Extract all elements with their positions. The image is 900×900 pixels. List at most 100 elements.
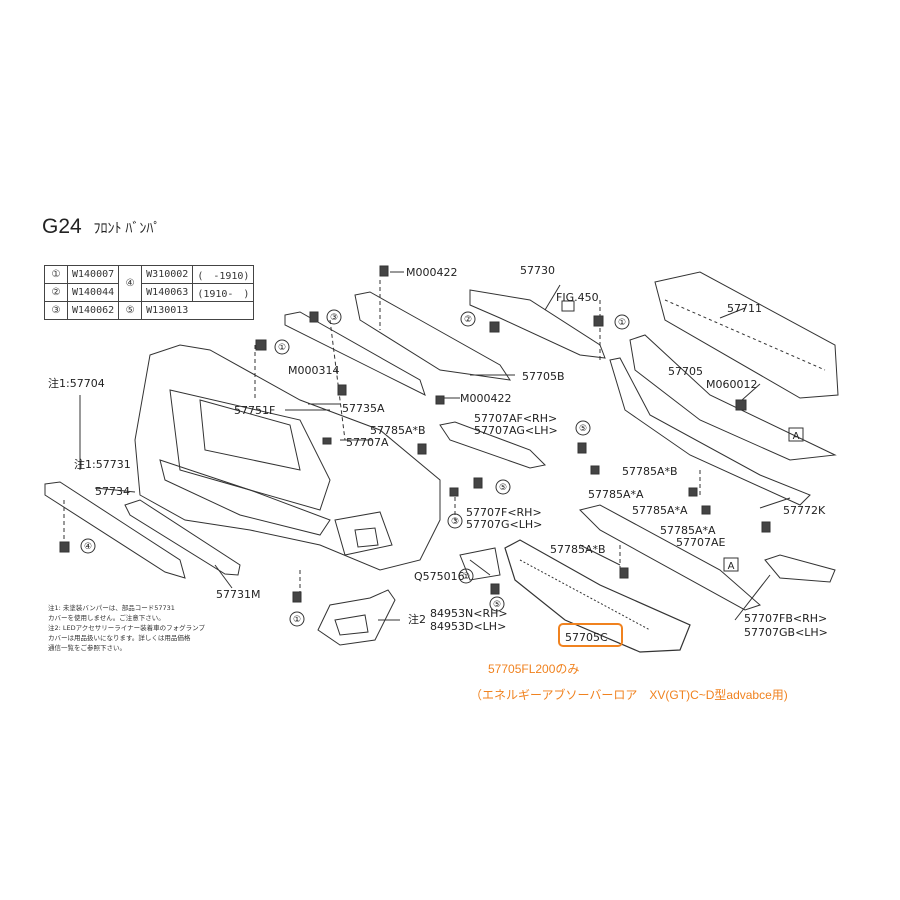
fastener-icon xyxy=(309,311,319,323)
diagram-title: G24 ﾌﾛﾝﾄ ﾊﾞﾝﾊﾟ xyxy=(42,215,160,239)
fastener-icon xyxy=(473,477,483,489)
beam-57772k-shape xyxy=(609,357,811,506)
fastener-icon xyxy=(59,541,70,553)
legend-num: ④ xyxy=(118,265,143,302)
part-label: 57707AG<LH> xyxy=(474,424,558,437)
part-label: 57785A*B xyxy=(370,424,426,437)
fastener-icon xyxy=(701,505,711,515)
part-label: 57785A*A xyxy=(632,504,688,517)
fastener-icon xyxy=(490,583,500,595)
fastener-icon xyxy=(255,339,267,351)
callout-number: ④ xyxy=(84,542,92,552)
fastener-icon xyxy=(761,521,771,533)
callout-number: ① xyxy=(618,318,626,328)
ref-label-a: A xyxy=(728,561,735,572)
fig-ref-box xyxy=(561,300,575,312)
callout-number: ③ xyxy=(451,517,459,527)
fastener-icon xyxy=(619,567,629,579)
fastener-icon xyxy=(292,591,302,603)
fastener-icon xyxy=(590,465,600,475)
fastener-icon xyxy=(435,395,445,405)
legend-part: W140062 xyxy=(66,301,120,320)
bracket-57707fb-shape xyxy=(764,554,836,583)
part-label: 84953D<LH> xyxy=(430,620,506,633)
part-label: 57711 xyxy=(727,302,762,315)
part-label: 57772K xyxy=(783,504,826,517)
diagram-name: ﾌﾛﾝﾄ ﾊﾞﾝﾊﾟ xyxy=(93,220,161,236)
reinforcement-57711-shape xyxy=(654,271,839,399)
part-label: 57707AF<RH> xyxy=(474,412,557,425)
lower-trim-57734-shape xyxy=(44,481,186,579)
legend-row: ① W140007 ④ W310002 ( -1910) xyxy=(44,265,255,302)
fastener-icon xyxy=(735,399,747,411)
footnote-line: 注1: 未塗装バンパーは、部品コード57731 xyxy=(48,604,175,612)
absorber-57705-shape xyxy=(629,334,837,461)
part-label: 84953N<RH> xyxy=(430,607,508,620)
callout-circle-icon xyxy=(495,479,511,495)
callout-circle-icon xyxy=(614,314,630,330)
footnote-line: カバーを使用しません。ご注意下さい。 xyxy=(48,614,165,622)
bumper-cover-shape xyxy=(134,344,441,571)
callout-circle-icon xyxy=(80,538,96,554)
fastener-icon xyxy=(449,487,459,497)
legend-num: ③ xyxy=(44,301,68,320)
annotation-line-2: （エネルギーアブソーバーロア XV(GT)C~D型advabce用) xyxy=(470,688,788,702)
callout-circle-icon xyxy=(326,309,342,325)
diagram-footnotes: 注1: 未塗装バンパーは、部品コード57731 カバーを使用しません。ご注意下さ… xyxy=(48,603,258,653)
lower-grille-57731m-shape xyxy=(124,499,241,576)
legend-part: W130013 xyxy=(141,301,255,320)
fastener-icon xyxy=(688,487,698,497)
part-label: 57705 xyxy=(668,365,703,378)
part-label: 注2 xyxy=(408,612,426,626)
callout-circle-icon xyxy=(458,568,474,584)
callout-circle-icon xyxy=(489,596,505,612)
part-label: 57707F<RH> xyxy=(466,506,542,519)
ref-box-a xyxy=(723,557,739,572)
part-label: Q575016 xyxy=(414,570,465,583)
part-label: M000314 xyxy=(288,364,339,377)
part-label: M000422 xyxy=(460,392,511,405)
diagram-code: G24 xyxy=(42,215,82,238)
bracket-57730-shape xyxy=(469,289,606,359)
fastener-icon xyxy=(417,443,427,455)
part-label: 57707G<LH> xyxy=(466,518,542,531)
part-label: FIG.450 xyxy=(556,291,599,304)
callout-circle-icon xyxy=(460,311,476,327)
bracket-57707f-shape xyxy=(459,547,501,581)
part-label: 57751F xyxy=(234,404,275,417)
ref-label-a: A xyxy=(793,431,800,442)
legend-row: ③ W140062 ⑤ W130013 xyxy=(44,301,255,320)
callout-number: ⑤ xyxy=(579,424,587,434)
part-label: 注1:57731 xyxy=(74,457,131,471)
fastener-icon xyxy=(577,442,587,454)
callout-number: ① xyxy=(293,615,301,625)
bracket-57707af-shape xyxy=(439,421,547,469)
fastener-icon xyxy=(593,315,604,327)
part-label: 57707AE xyxy=(676,536,726,549)
callout-number: ② xyxy=(464,315,472,325)
part-label: 57785A*B xyxy=(622,465,678,478)
callout-number: ⑤ xyxy=(493,600,501,610)
bracket-57707ae-shape xyxy=(579,504,761,611)
part-label: 57707A xyxy=(346,436,389,449)
lower-absorber-57705c-shape xyxy=(504,539,691,653)
callout-number: ⑤ xyxy=(499,483,507,493)
part-label: 57731M xyxy=(216,588,260,601)
part-label: 注1:57704 xyxy=(48,376,105,390)
annotation-line-1: 57705FL200のみ xyxy=(488,662,580,676)
fastener-icon xyxy=(379,265,389,277)
fastener-legend-table: ① W140007 ④ W310002 ( -1910) ② W140044 W… xyxy=(44,265,255,320)
callout-circle-icon xyxy=(447,513,463,529)
fog-cover-84953-shape xyxy=(317,589,396,646)
callout-circle-icon xyxy=(274,339,290,355)
highlighted-part-label: 57705C xyxy=(565,631,608,644)
callout-number: ① xyxy=(462,572,470,582)
callout-number: ③ xyxy=(330,313,338,323)
part-label: 57707GB<LH> xyxy=(744,626,828,639)
part-label: 57735A xyxy=(342,402,385,415)
part-label: 57734 xyxy=(95,485,130,498)
highlight-box-57705c xyxy=(558,623,623,647)
ref-box-a xyxy=(788,427,804,442)
